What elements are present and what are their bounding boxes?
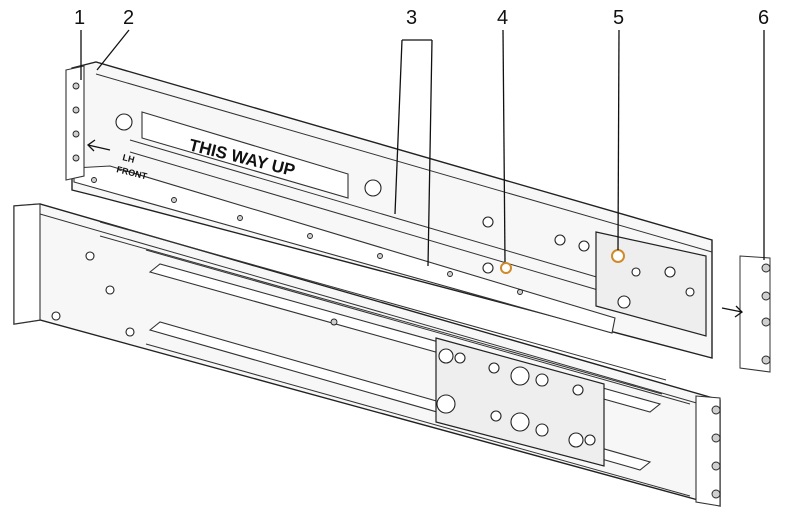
left-arrow-icon	[86, 139, 111, 152]
callout-number-6: 6	[758, 7, 769, 29]
screw-4	[500, 262, 512, 274]
screw-5	[611, 249, 625, 263]
lower-rear-flange	[695, 395, 721, 507]
rear-flange	[739, 255, 771, 373]
callout-number-2: 2	[123, 7, 134, 29]
callout-number-4: 4	[497, 7, 508, 29]
upper-rail-holes	[72, 82, 771, 365]
callout-number-3: 3	[406, 7, 417, 29]
callout-4: 4	[497, 7, 508, 263]
lh-label: LH	[122, 152, 136, 165]
lower-center-plate	[435, 337, 605, 467]
callout-6: 6	[758, 7, 769, 260]
label-plate	[141, 111, 349, 199]
upper-inner-slide	[73, 165, 616, 334]
callout-5: 5	[613, 7, 624, 251]
lower-front-flange	[13, 203, 41, 325]
front-flange	[65, 65, 85, 181]
lower-rail-holes	[51, 251, 721, 499]
upper-rail	[65, 61, 771, 373]
callout-number-1: 1	[74, 7, 85, 29]
callout-2: 2	[96, 7, 134, 71]
right-arrow-icon	[721, 305, 744, 318]
callout-1: 1	[74, 7, 85, 80]
callout-3: 3	[394, 7, 433, 267]
callout-number-5: 5	[613, 7, 624, 29]
